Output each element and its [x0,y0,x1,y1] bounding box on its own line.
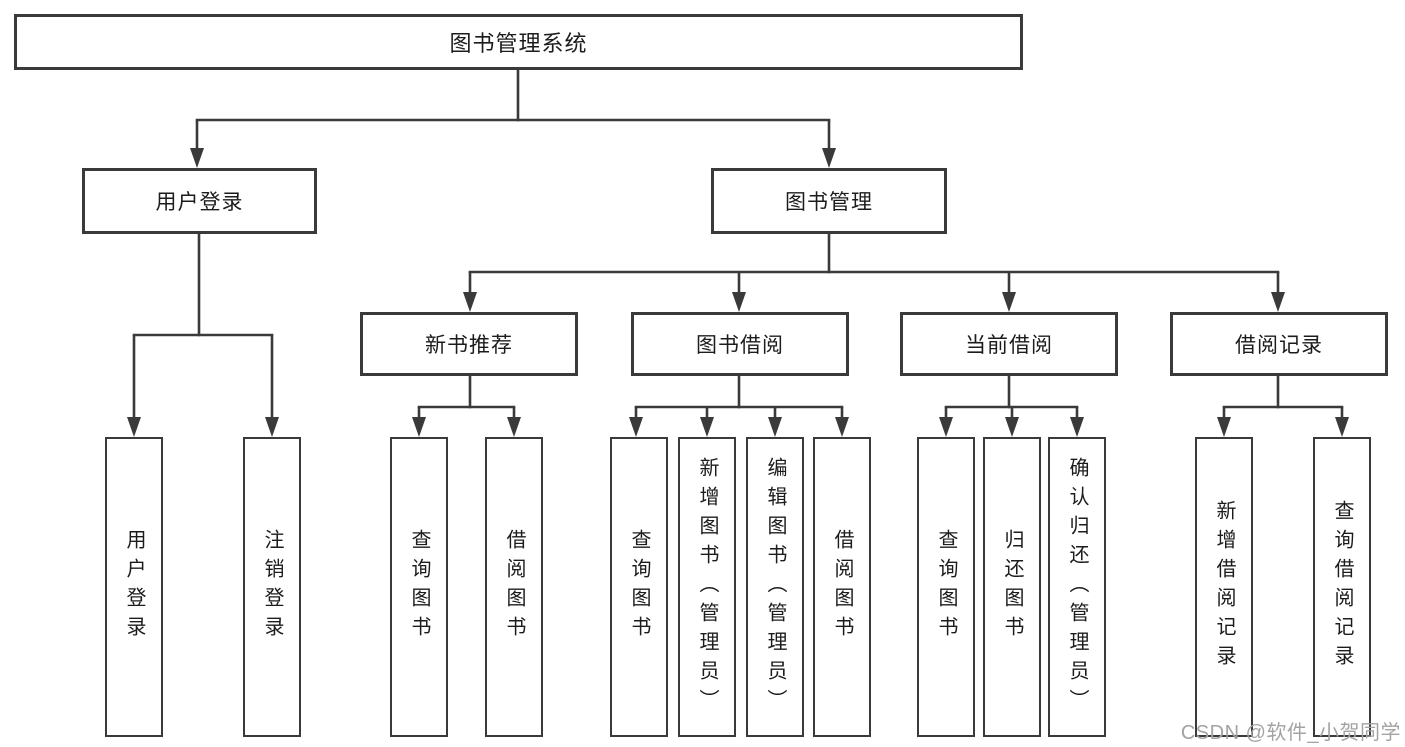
node-user-login: 用户登录 [82,168,317,234]
edge-root-to-level2 [190,69,836,168]
node-root-system: 图书管理系统 [14,14,1023,70]
leaf-query-borrow-record: 查询借阅记录 [1313,437,1371,737]
node-book-borrow: 图书借阅 [631,312,849,376]
leaf-add-borrow-record: 新增借阅记录 [1195,437,1253,737]
leaf-logout: 注销登录 [243,437,301,737]
edge-new-book-to-leaves [412,375,521,437]
leaf-borrow-books-recommend: 借阅图书 [485,437,543,737]
leaf-user-login: 用户登录 [105,437,163,737]
edge-book-borrow-to-leaves [629,375,849,437]
edge-current-borrow-to-leaves [939,375,1084,437]
leaf-query-books-borrow: 查询图书 [610,437,668,737]
node-book-management: 图书管理 [711,168,947,234]
node-current-borrow: 当前借阅 [900,312,1118,376]
leaf-return-book: 归还图书 [983,437,1041,737]
csdn-watermark: CSDN @软件_小贺同学 [1180,722,1401,744]
leaf-edit-book-admin: 编辑图书（管理员） [746,437,804,737]
leaf-confirm-return-admin: 确认归还（管理员） [1048,437,1106,737]
edge-borrow-records-to-leaves [1217,375,1349,437]
leaf-query-books-current: 查询图书 [917,437,975,737]
node-borrow-records: 借阅记录 [1170,312,1388,376]
leaf-borrow-books: 借阅图书 [813,437,871,737]
edge-book-mgmt-to-level3 [463,233,1285,312]
leaf-query-books-recommend: 查询图书 [390,437,448,737]
leaf-add-book-admin: 新增图书（管理员） [678,437,736,737]
node-new-book-recommend: 新书推荐 [360,312,578,376]
edge-user-login-to-leaves [127,233,279,437]
